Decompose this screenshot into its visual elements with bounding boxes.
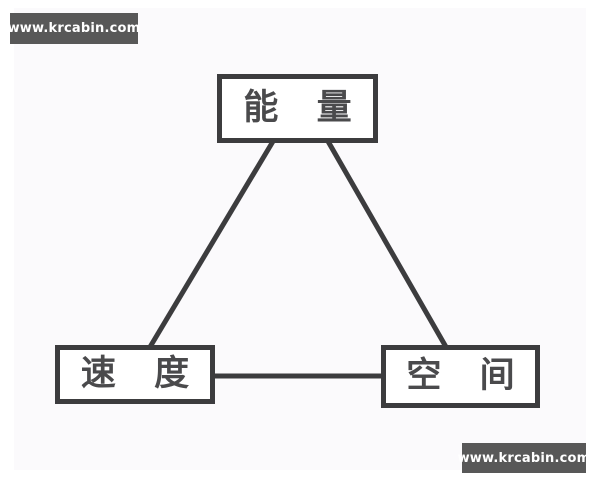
- node-space-label: 空 间: [406, 356, 528, 396]
- node-energy[interactable]: 能 量: [217, 74, 378, 143]
- connector-energy-speed: [146, 139, 276, 351]
- watermark-top-text: www.krcabin.com: [7, 21, 141, 36]
- connector-energy-space: [325, 139, 450, 351]
- watermark-top: www.krcabin.com: [7, 13, 141, 44]
- watermark-bottom-text: www.krcabin.com: [457, 450, 591, 466]
- watermark-bottom: www.krcabin.com: [458, 443, 590, 473]
- node-space[interactable]: 空 间: [381, 345, 540, 408]
- node-energy-label: 能 量: [243, 88, 365, 128]
- node-speed-label: 速 度: [80, 354, 203, 394]
- node-speed[interactable]: 速 度: [55, 345, 215, 404]
